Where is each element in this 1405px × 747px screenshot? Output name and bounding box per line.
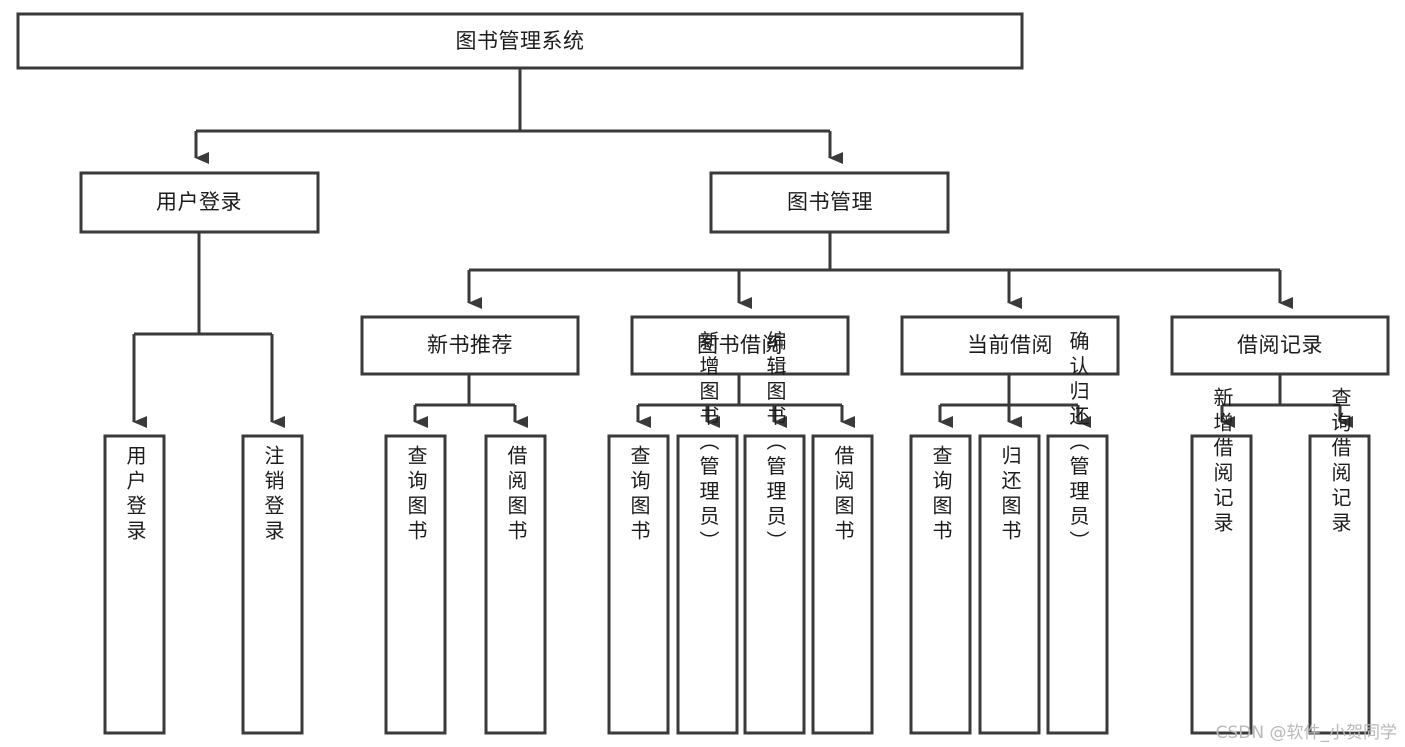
node-leaf-logout-login[interactable]: 注销登录 <box>241 434 304 735</box>
node-leaf-confirm-return-label: 确认归还（管理员） <box>1066 330 1090 555</box>
node-book-borrow[interactable]: 图书借阅 <box>630 315 850 376</box>
node-leaf-query-book-3[interactable]: 查询图书 <box>909 434 972 735</box>
node-root-label: 图书管理系统 <box>456 29 585 53</box>
node-leaf-add-book[interactable]: 新增图书（管理员） <box>676 330 739 735</box>
node-leaf-return-book[interactable]: 归还图书 <box>978 434 1041 735</box>
node-leaf-query-book-2-box[interactable] <box>607 434 670 735</box>
node-leaf-add-record-label: 新增借阅记录 <box>1210 387 1234 537</box>
node-leaf-add-book-label: 新增图书（管理员） <box>696 330 720 555</box>
node-new-book-recommend[interactable]: 新书推荐 <box>360 315 580 376</box>
node-leaf-query-book-1-label: 查询图书 <box>404 445 428 545</box>
node-leaf-confirm-return-box[interactable] <box>1046 434 1109 735</box>
node-leaf-confirm-return[interactable]: 确认归还（管理员） <box>1046 330 1109 735</box>
node-leaf-query-book-2[interactable]: 查询图书 <box>607 434 670 735</box>
node-leaf-borrow-book-2-box[interactable] <box>811 434 874 735</box>
node-borrow-record-box[interactable] <box>1170 315 1390 376</box>
node-leaf-user-login-label: 用户登录 <box>123 445 147 545</box>
node-leaf-query-book-3-label: 查询图书 <box>929 445 953 545</box>
node-leaf-query-record[interactable]: 查询借阅记录 <box>1308 387 1371 735</box>
node-leaf-edit-book-label: 编辑图书（管理员） <box>763 330 787 555</box>
node-borrow-record-label: 借阅记录 <box>1237 333 1323 357</box>
connectors <box>132 68 1353 428</box>
node-leaf-query-book-3-box[interactable] <box>909 434 972 735</box>
node-leaf-user-login-box[interactable] <box>103 434 166 735</box>
node-leaf-query-book-1-box[interactable] <box>384 434 447 735</box>
node-leaf-query-record-box[interactable] <box>1308 434 1371 735</box>
node-leaf-borrow-book-1-box[interactable] <box>484 434 547 735</box>
node-book-borrow-label: 图书借阅 <box>697 333 783 357</box>
node-leaf-add-record[interactable]: 新增借阅记录 <box>1190 387 1253 735</box>
node-root[interactable]: 图书管理系统 <box>16 12 1024 70</box>
node-book-borrow-box[interactable] <box>630 315 850 376</box>
node-borrow-record[interactable]: 借阅记录 <box>1170 315 1390 376</box>
node-current-borrow-label: 当前借阅 <box>967 333 1053 357</box>
node-leaf-borrow-book-1-label: 借阅图书 <box>504 445 528 545</box>
node-leaf-return-book-label: 归还图书 <box>998 445 1022 545</box>
node-leaf-borrow-book-1[interactable]: 借阅图书 <box>484 434 547 735</box>
node-leaf-query-book-2-label: 查询图书 <box>627 445 651 545</box>
node-user-login-box[interactable] <box>79 171 320 234</box>
node-leaf-add-book-box[interactable] <box>676 434 739 735</box>
node-leaf-edit-book-box[interactable] <box>743 434 806 735</box>
node-leaf-borrow-book-2[interactable]: 借阅图书 <box>811 434 874 735</box>
node-leaf-query-book-1[interactable]: 查询图书 <box>384 434 447 735</box>
node-book-manage-box[interactable] <box>709 171 950 234</box>
csdn-watermark: CSDN @软件_小贺同学 <box>1215 723 1397 743</box>
node-leaf-add-record-box[interactable] <box>1190 434 1253 735</box>
node-leaf-logout-login-box[interactable] <box>241 434 304 735</box>
node-new-book-recommend-label: 新书推荐 <box>427 333 513 357</box>
node-user-login-label: 用户登录 <box>156 190 242 214</box>
node-leaf-borrow-book-2-label: 借阅图书 <box>831 445 855 545</box>
node-leaf-query-record-label: 查询借阅记录 <box>1328 387 1352 537</box>
node-book-manage-label: 图书管理 <box>787 190 873 214</box>
node-new-book-recommend-box[interactable] <box>360 315 580 376</box>
node-book-manage[interactable]: 图书管理 <box>709 171 950 234</box>
node-leaf-logout-login-label: 注销登录 <box>261 445 285 545</box>
node-root-box[interactable] <box>16 12 1024 70</box>
node-current-borrow[interactable]: 当前借阅 <box>900 315 1120 376</box>
node-current-borrow-box[interactable] <box>900 315 1120 376</box>
node-user-login[interactable]: 用户登录 <box>79 171 320 234</box>
node-leaf-user-login[interactable]: 用户登录 <box>103 434 166 735</box>
node-leaf-edit-book[interactable]: 编辑图书（管理员） <box>743 330 806 735</box>
node-leaf-return-book-box[interactable] <box>978 434 1041 735</box>
